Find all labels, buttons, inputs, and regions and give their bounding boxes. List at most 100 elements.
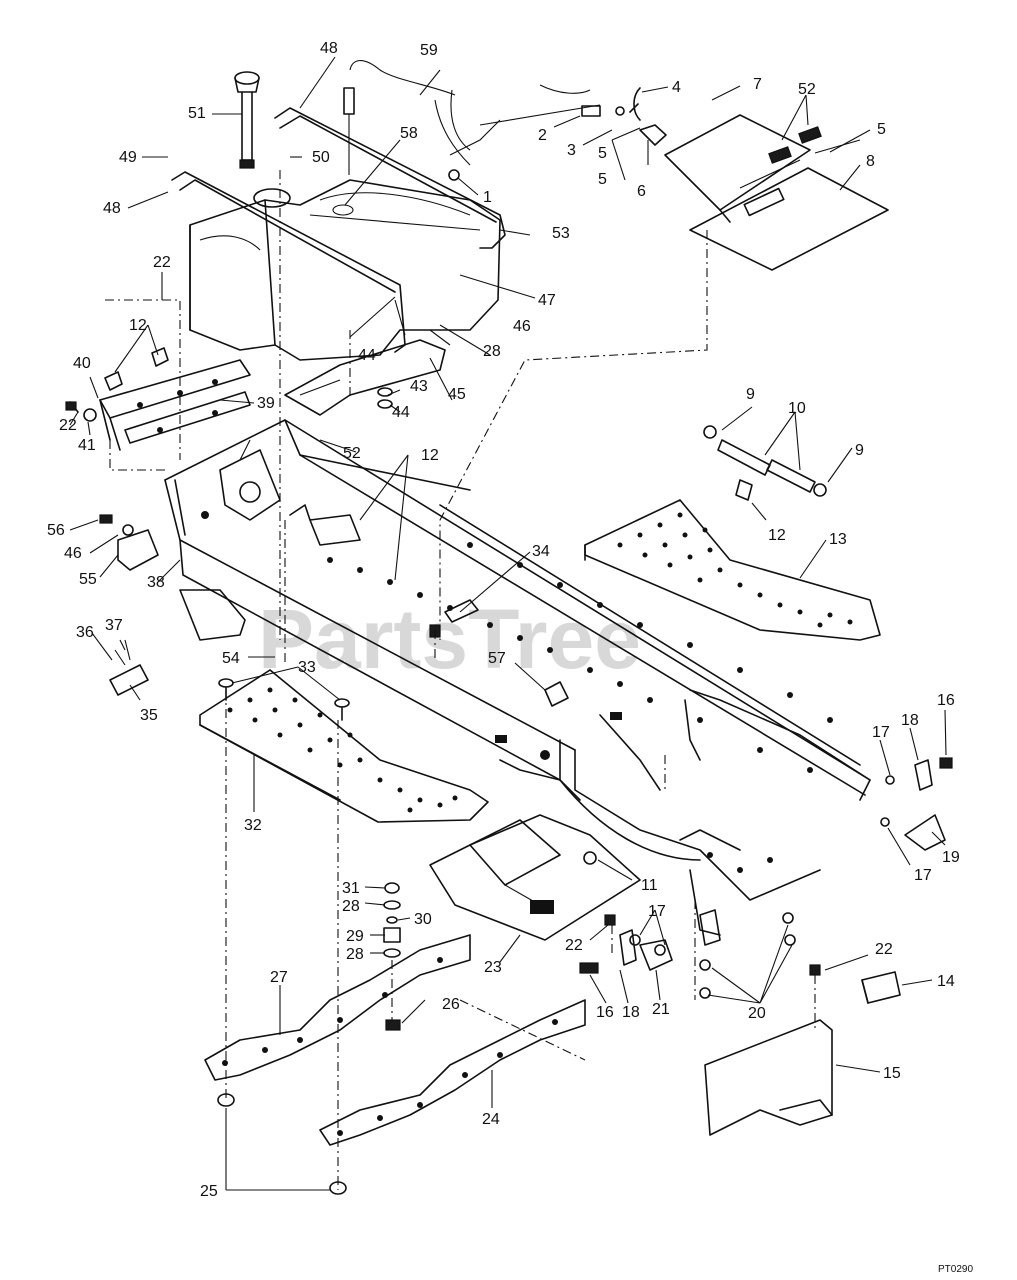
callout-44b: 44: [392, 404, 410, 421]
callout-50: 50: [312, 149, 330, 166]
main-frame: [164, 419, 871, 936]
callout-43: 43: [410, 378, 428, 395]
callout-17a: 17: [872, 724, 890, 741]
mounting-bracket-39-40: [65, 347, 251, 451]
callout-25: 25: [200, 1183, 218, 1200]
callout-8: 8: [866, 153, 875, 170]
callout-51: 51: [188, 105, 206, 122]
callout-16b: 16: [596, 1004, 614, 1021]
callout-55: 55: [79, 571, 97, 588]
callout-33: 33: [298, 659, 316, 676]
callout-9a: 9: [746, 386, 755, 403]
callout-17b: 17: [914, 867, 932, 884]
callout-14: 14: [937, 973, 955, 990]
callout-47: 47: [538, 292, 556, 309]
callout-28b: 28: [342, 898, 360, 915]
callout-49: 49: [119, 149, 137, 166]
callout-2: 2: [538, 127, 547, 144]
callout-5a: 5: [598, 171, 607, 188]
callout-59: 59: [420, 42, 438, 59]
callout-54: 54: [222, 650, 240, 667]
footrest-left-32: [199, 669, 489, 823]
callout-21: 21: [652, 1001, 670, 1018]
callout-6: 6: [637, 183, 646, 200]
callout-3: 3: [567, 142, 576, 159]
alignment-lines: [105, 170, 816, 1190]
pins-9-10: [703, 425, 827, 501]
callout-37: 37: [105, 617, 123, 634]
callout-19: 19: [942, 849, 960, 866]
callout-29: 29: [346, 928, 364, 945]
footrest-left-holes: [227, 687, 458, 813]
callout-22d: 22: [875, 941, 893, 958]
callout-48a: 48: [320, 40, 338, 57]
diagram-code: PT0290: [938, 1264, 973, 1275]
callout-38: 38: [147, 574, 165, 591]
callout-22c: 22: [565, 937, 583, 954]
callout-34: 34: [532, 543, 550, 560]
shield-plate-45: [284, 339, 446, 416]
callout-28a: 28: [483, 343, 501, 360]
floor-plate-23: [429, 814, 641, 941]
callout-5b: 5: [877, 121, 886, 138]
callout-44a: 44: [358, 347, 376, 364]
callout-45: 45: [448, 386, 466, 403]
callout-7: 7: [753, 76, 762, 93]
throttle-linkage: [434, 84, 667, 181]
rear-hitch-brackets: [579, 757, 953, 999]
callout-58: 58: [400, 125, 418, 142]
callout-4: 4: [672, 79, 681, 96]
callout-15: 15: [883, 1065, 901, 1082]
cover-plate-55: [99, 514, 159, 571]
footrest-right-13: [584, 499, 881, 641]
leader-lines: [69, 56, 947, 1191]
callout-27: 27: [270, 969, 288, 986]
footrest-right-holes: [617, 512, 853, 628]
callout-labels: 1 2 3 4 5 6 7 52 5 8 59 48 51 58 49 50 4…: [47, 40, 960, 1200]
callout-9b: 9: [855, 442, 864, 459]
callout-53: 53: [552, 225, 570, 242]
callout-11: 11: [641, 877, 658, 894]
callout-18b: 18: [622, 1004, 640, 1021]
callout-46b: 46: [64, 545, 82, 562]
callout-39: 39: [257, 395, 275, 412]
callout-40: 40: [73, 355, 91, 372]
tank-strap-48: [171, 107, 506, 353]
callout-52b: 52: [343, 445, 361, 462]
callout-28c: 28: [346, 946, 364, 963]
engine-mount-24: [319, 999, 586, 1146]
callout-41: 41: [78, 437, 96, 454]
seat-pan-8: [664, 114, 889, 271]
callout-10: 10: [788, 400, 806, 417]
callout-48b: 48: [103, 200, 121, 217]
callout-35: 35: [140, 707, 158, 724]
callout-46a: 46: [513, 318, 531, 335]
callout-12a: 12: [129, 317, 147, 334]
callout-12b: 12: [421, 447, 439, 464]
callout-57: 57: [488, 650, 506, 667]
fuel-tank: [189, 179, 501, 361]
callout-23: 23: [484, 959, 502, 976]
callout-13: 13: [829, 531, 847, 548]
callout-16a: 16: [937, 692, 955, 709]
callout-32: 32: [244, 817, 262, 834]
callout-1: 1: [483, 189, 492, 206]
callout-20: 20: [748, 1005, 766, 1022]
pin-35: [109, 639, 149, 696]
frame-holes: [201, 511, 833, 873]
rear-cover-15: [704, 1019, 833, 1136]
callout-36: 36: [76, 624, 94, 641]
callout-31: 31: [342, 880, 360, 897]
callout-30: 30: [414, 911, 432, 928]
callout-17c: 17: [648, 903, 666, 920]
callout-22a: 22: [153, 254, 171, 271]
fuel-line-59: [343, 60, 456, 175]
callout-26: 26: [442, 996, 460, 1013]
callout-56: 56: [47, 522, 65, 539]
callout-12c: 12: [768, 527, 786, 544]
callout-18a: 18: [901, 712, 919, 729]
callout-5c: 5: [598, 145, 607, 162]
callout-22b: 22: [59, 417, 77, 434]
filler-cap-51: [234, 71, 260, 169]
